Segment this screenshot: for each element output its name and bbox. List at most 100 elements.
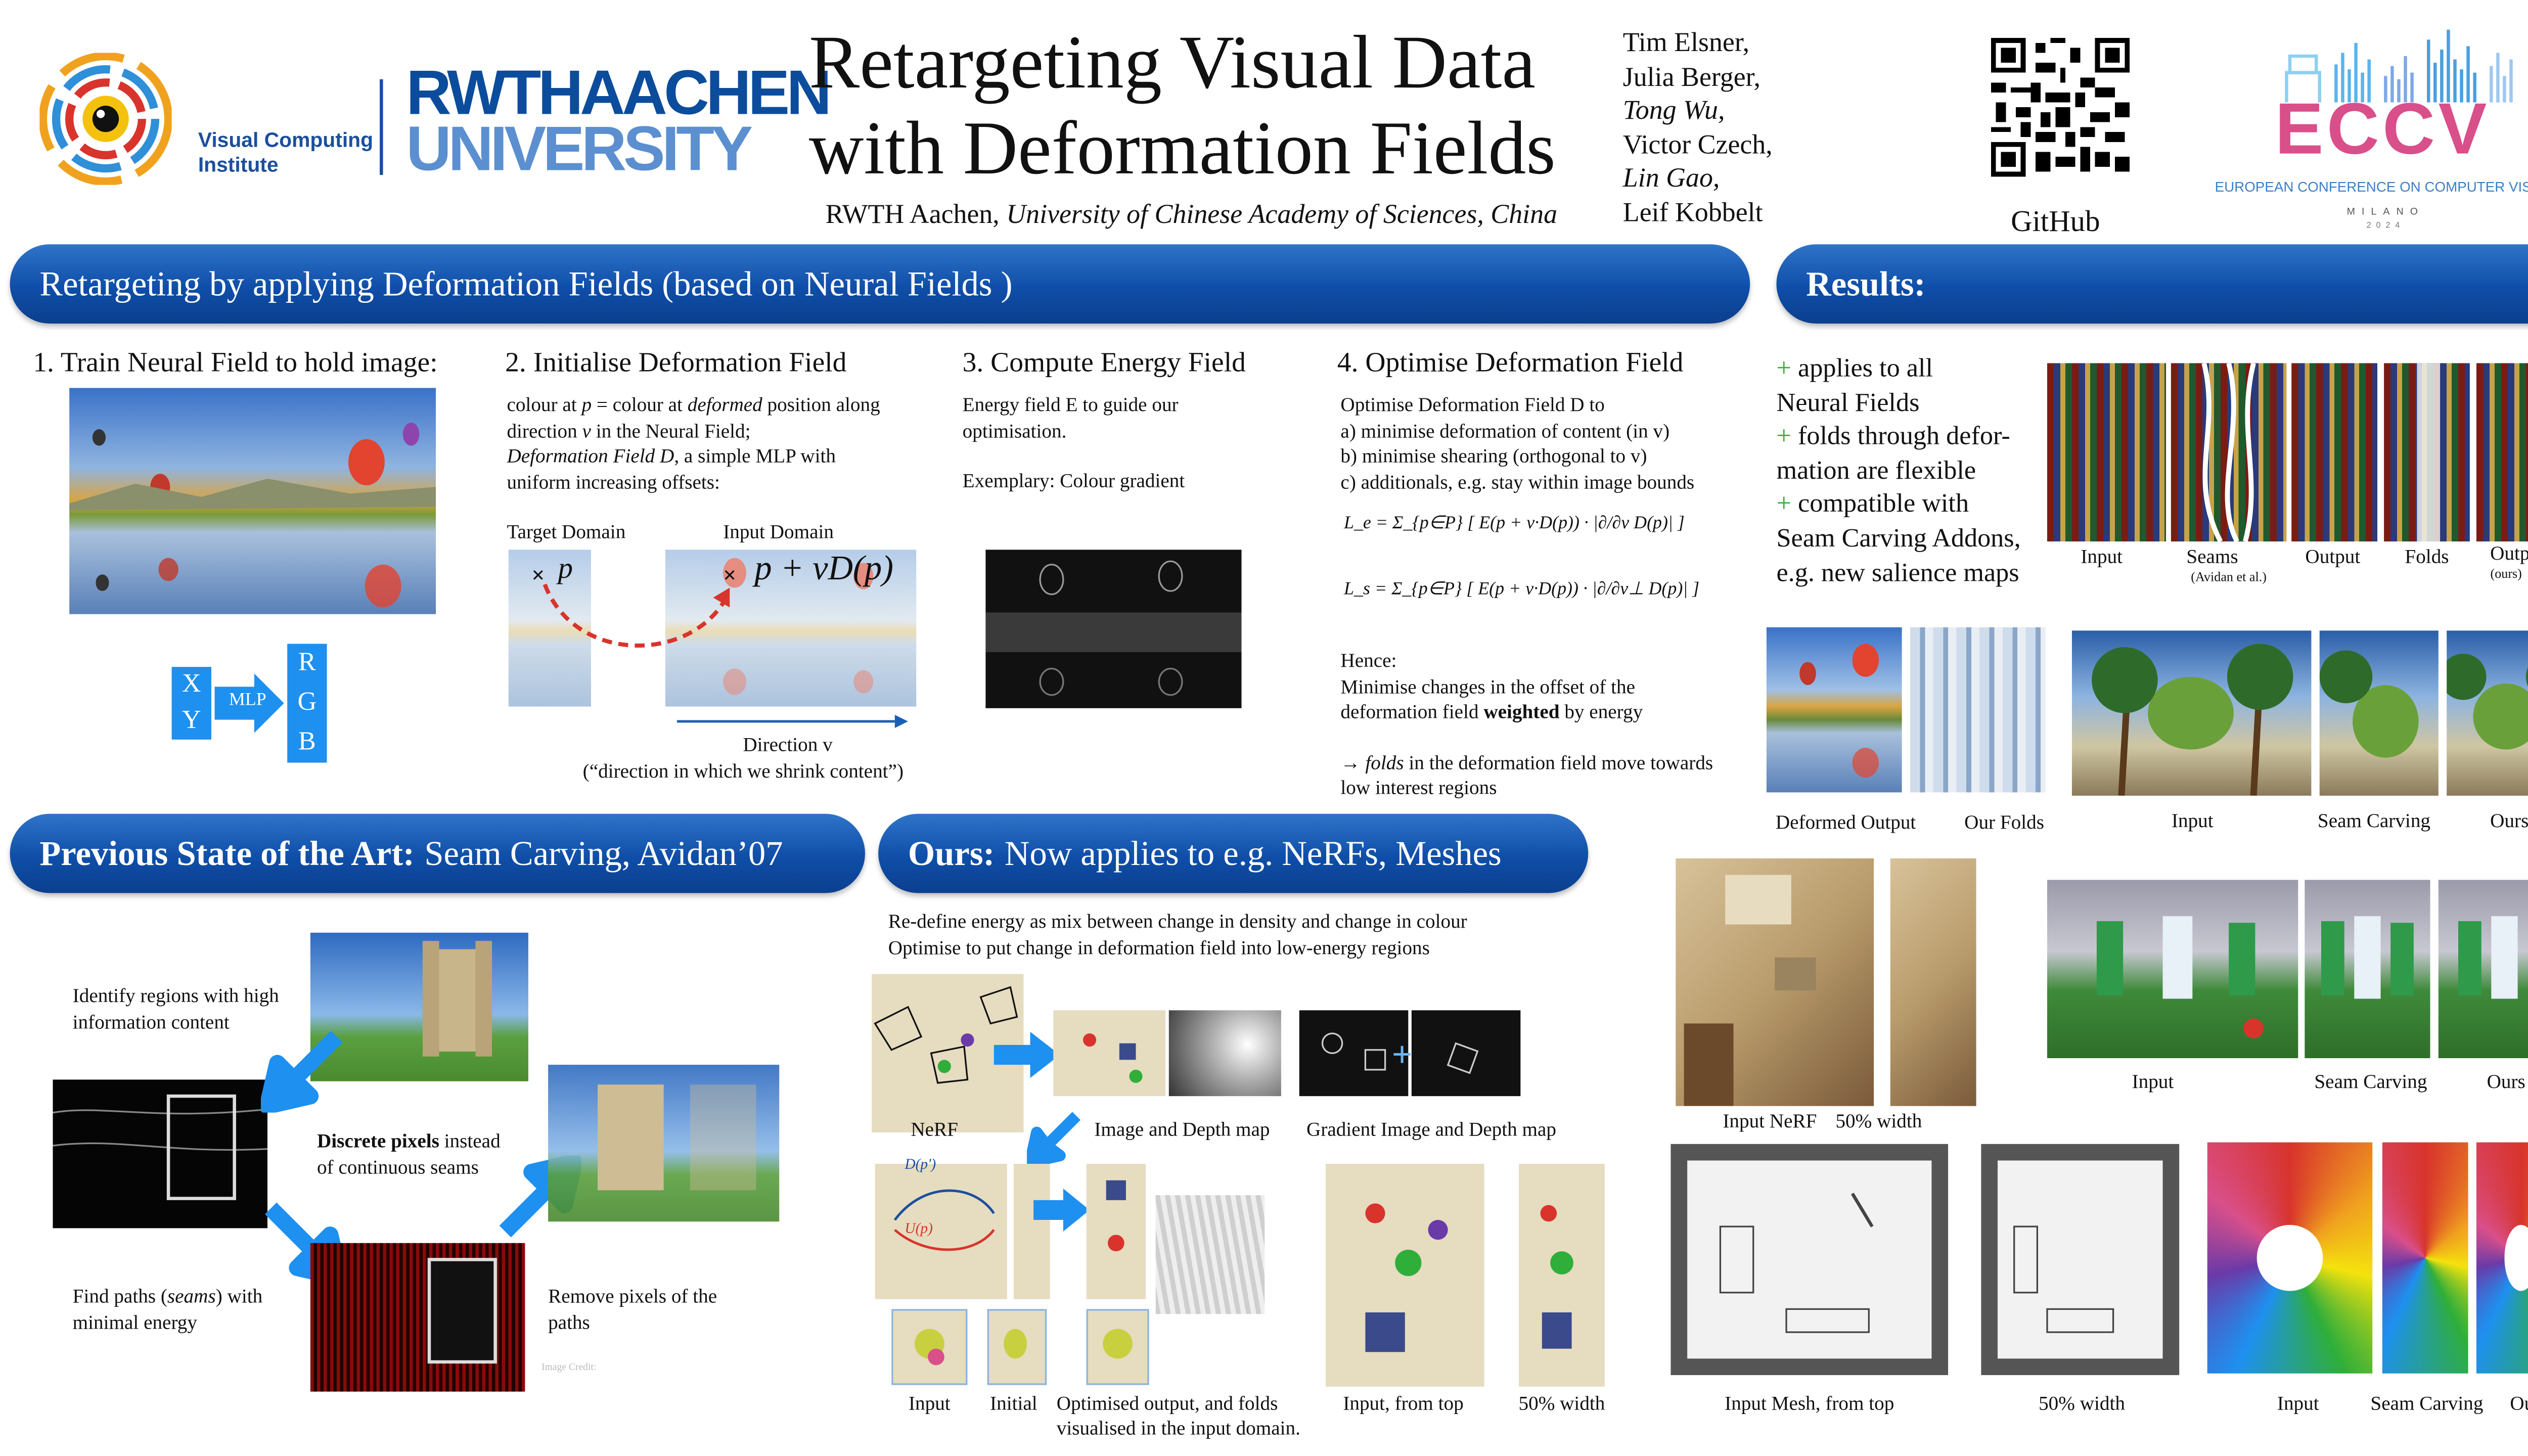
input-crop-icon — [914, 1329, 944, 1366]
eccv-logo-text: ECCV — [2275, 89, 2490, 170]
rgb-top-view-image — [1053, 1010, 1166, 1097]
pencils-input-image — [2207, 1142, 2373, 1374]
nerf-top-objects-icon — [1365, 1203, 1448, 1352]
balloon-scene-icon — [69, 422, 436, 608]
palm-input-image — [2071, 630, 2312, 796]
direction-note: (“direction in which we shrink content”) — [582, 759, 904, 783]
hence-text: Hence: Minimise changes in the offset of… — [1340, 649, 1713, 799]
palm-ours-icon — [2447, 654, 2528, 750]
nerf-cap-input: Input NeRF — [1723, 1109, 1817, 1132]
prev-banner-rest: Seam Carving, Avidan’07 — [424, 833, 783, 873]
lib-cap-folds: Folds — [2405, 544, 2449, 568]
seams-overlay-icon — [2201, 363, 2256, 542]
eccv-year: 2024 — [2366, 221, 2405, 232]
github-qr-code[interactable] — [1986, 33, 2135, 182]
step-3-text: Energy field E to guide our optimisation… — [962, 393, 1185, 492]
initial-strip-image — [1013, 1164, 1050, 1299]
ours-cap-input: Input — [908, 1391, 951, 1415]
target-x-mark-icon: × — [531, 564, 545, 589]
prev-text-2: Discrete pixels instead of continuous se… — [317, 1129, 501, 1178]
initial-crop-image — [987, 1309, 1047, 1385]
our-folds-caption: Our Folds — [1964, 810, 2045, 834]
nerf-top-input-image — [1326, 1164, 1484, 1387]
soccer-ours-icon — [2458, 916, 2528, 1031]
room-mesh-half-icon — [2013, 1225, 2114, 1333]
palm-sc-icon — [2319, 650, 2419, 758]
palm-cap-ours: Ours — [2490, 808, 2528, 832]
palm-tree-icon — [2092, 644, 2293, 796]
vci-text: Visual Computing Institute — [198, 129, 373, 178]
prev-arrow-1-icon — [260, 1031, 343, 1113]
tower-input-image — [310, 932, 528, 1081]
aerial-town-icon — [1684, 875, 1816, 1106]
ours-arrow-3-icon — [1033, 1189, 1090, 1232]
room-mesh-icon — [1719, 1193, 1874, 1333]
github-label[interactable]: GitHub — [2011, 204, 2100, 238]
our-folds-image — [1910, 627, 2046, 793]
from-top-caption: Input, from top — [1343, 1391, 1464, 1415]
grad-depth-caption: Gradient Image and Depth map — [1306, 1117, 1557, 1141]
gradient-depth-icon — [1447, 1042, 1479, 1074]
folds-overlay-icon — [2417, 363, 2441, 542]
deformed-output-caption: Deformed Output — [1775, 810, 1916, 834]
title-line-2: with Deformation Fields — [808, 105, 1556, 190]
mlp-arrow-icon — [214, 673, 284, 733]
ours-cap-initial: Initial — [990, 1391, 1037, 1415]
pencils-sc-image — [2382, 1142, 2468, 1374]
xy-input-box: X Y — [171, 667, 211, 740]
lib-cap-output: Output — [2305, 544, 2361, 568]
qr-icon — [1986, 33, 2135, 182]
rgb-r: R — [298, 649, 316, 677]
palm-cap-sc: Seam Carving — [2317, 808, 2431, 832]
vci-eye-icon — [38, 52, 173, 186]
step-3-heading: 3. Compute Energy Field — [962, 346, 1246, 378]
xy-y: Y — [182, 706, 201, 735]
soccer-sc-image — [2305, 880, 2430, 1059]
rgb-objects-icon — [1083, 1033, 1143, 1083]
library-seams-image — [2171, 363, 2287, 542]
pv-label: p + vD(p) — [754, 548, 894, 588]
initial-crop-icon — [1004, 1329, 1027, 1359]
library-output-image — [2291, 363, 2378, 542]
vci-line-1: Visual Computing — [198, 128, 374, 152]
pencil-cap-input: Input — [2277, 1391, 2319, 1415]
library-folds-image — [2384, 363, 2470, 542]
target-domain-label: Target Domain — [507, 520, 626, 543]
rwth-logo: RWTHAACHEN UNIVERSITY — [406, 63, 832, 181]
optimised-objects-icon — [1106, 1180, 1126, 1252]
soccer-sc-icon — [2321, 916, 2414, 999]
lib-sub-ours: (ours) — [2490, 566, 2522, 581]
nerf-caption: NeRF — [911, 1117, 958, 1141]
soccer-cap-input: Input — [2132, 1069, 2174, 1093]
logo-divider — [380, 79, 383, 175]
pencil-cap-ours: Ours — [2510, 1391, 2528, 1415]
optimised-crop-icon — [1103, 1329, 1133, 1359]
mlp-label: MLP — [229, 690, 266, 710]
xy-x: X — [182, 670, 201, 699]
deformation-diagram-image — [875, 1164, 1007, 1299]
author-2: Julia Berger, — [1622, 60, 1760, 92]
gradient-outline-icon — [1321, 1032, 1386, 1071]
tower-energy-image — [53, 1079, 267, 1228]
prev-text-3: Find paths (seams) with minimal energy — [72, 1284, 263, 1333]
pencils-ours-icon — [2504, 1224, 2528, 1291]
equation-ls: L_s = Σ_{p∈P} [ E(p + v·D(p)) · |∂/∂v⊥ D… — [1343, 579, 1700, 600]
direction-arrow-icon — [676, 714, 908, 728]
step-4-heading: 4. Optimise Deformation Field — [1337, 346, 1684, 378]
equation-le: L_e = Σ_{p∈P} [ E(p + v·D(p)) · |∂/∂v D(… — [1343, 513, 1685, 533]
input-crop-image — [891, 1309, 968, 1385]
soccer-input-image — [2047, 880, 2298, 1059]
step-2-heading: 2. Initialise Deformation Field — [505, 346, 847, 378]
pencils-ours-image — [2476, 1142, 2528, 1374]
image-credit: Image Credit: — [541, 1363, 597, 1374]
depth-map-image — [1168, 1010, 1281, 1097]
lib-cap-seams: Seams — [2186, 544, 2238, 568]
eccv-milano: MILANO — [2346, 208, 2425, 218]
library-output-ours-image — [2476, 363, 2528, 542]
deformed-balloons-icon — [1799, 644, 1879, 778]
mapping-arrow-icon — [543, 583, 730, 648]
tower-output-icon — [598, 1084, 756, 1191]
rgb-g: G — [297, 688, 317, 717]
title-line-1: Retargeting Visual Data — [808, 20, 1536, 104]
